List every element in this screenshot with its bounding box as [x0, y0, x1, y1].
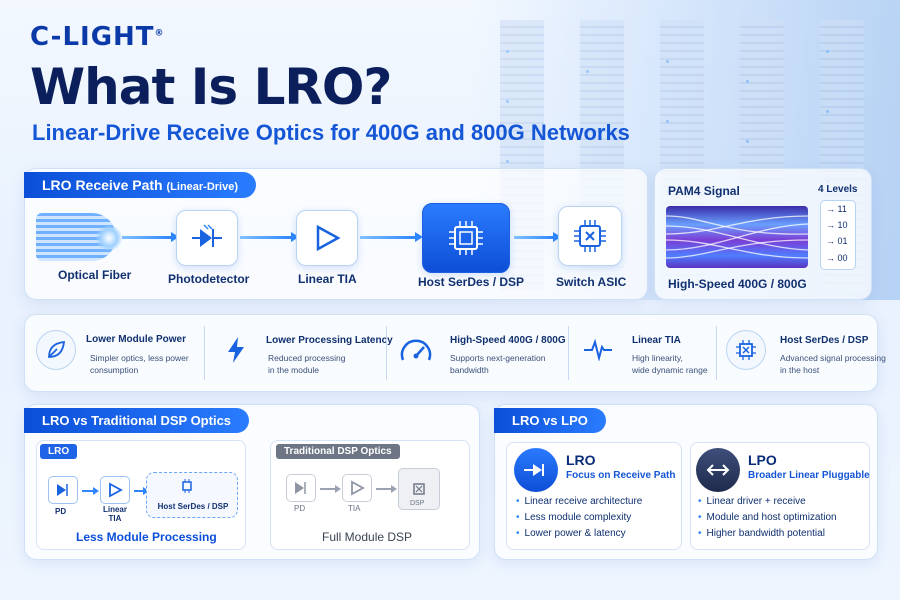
- beam-arrow: [122, 232, 179, 242]
- beam-arrow: [240, 232, 299, 242]
- brand-logo: C-LIGHT®: [30, 22, 165, 52]
- pam4-eye-diagram: [666, 206, 808, 268]
- traditional-caption: Full Module DSP: [322, 530, 413, 544]
- traditional-node-label: PD: [294, 504, 306, 513]
- pam4-title: PAM4 Signal: [668, 184, 740, 198]
- lro-bullet: Lower power & latency: [516, 528, 626, 539]
- node-label-photodetector: Photodetector: [168, 272, 250, 286]
- benefit-title: Host SerDes / DSP: [780, 335, 869, 346]
- traditional-node-label: DSP: [410, 500, 425, 507]
- benefit-title: Lower Module Power: [86, 334, 187, 345]
- receive-path-icon: [514, 448, 558, 492]
- pam4-level: → 01: [826, 236, 848, 246]
- lro-vs-lpo-label: LRO vs LPO: [494, 408, 606, 433]
- arrow: [82, 487, 99, 495]
- lpo-bullet: Linear driver + receive: [698, 496, 806, 507]
- arrow: [320, 485, 341, 493]
- lpo-bullet: Higher bandwidth potential: [698, 528, 825, 539]
- asic-icon: [558, 206, 622, 266]
- amplifier-icon: [100, 476, 130, 504]
- benefit-title: Lower Processing Latency: [266, 335, 393, 346]
- lro-node-label: Linear TIA: [102, 505, 127, 523]
- traditional-node-label: TIA: [348, 504, 361, 513]
- node-label-host-serdes: Host SerDes / DSP: [418, 275, 525, 289]
- chip-icon: [398, 468, 440, 510]
- lro-bullet: Less module complexity: [516, 512, 632, 523]
- waveform-icon: [578, 330, 618, 370]
- chip-icon: [176, 477, 198, 495]
- traditional-tag: Traditional DSP Optics: [276, 444, 400, 459]
- lro-node-label: Host SerDes / DSP: [157, 502, 229, 511]
- divider: [716, 326, 717, 380]
- bidirectional-arrow-icon: [696, 448, 740, 492]
- pam4-levels-title: 4 Levels: [818, 184, 858, 195]
- photodetector-icon: [286, 474, 316, 502]
- node-label-optical-fiber: Optical Fiber: [58, 268, 132, 282]
- lpo-card-title: LPO: [748, 452, 777, 468]
- photodetector-icon: [48, 476, 78, 504]
- arrow: [376, 485, 397, 493]
- fiber-light-glow: [96, 225, 122, 251]
- lpo-bullet: Module and host optimization: [698, 512, 837, 523]
- leaf-icon: [36, 330, 76, 370]
- amplifier-icon: [342, 474, 372, 502]
- node-label-switch-asic: Switch ASIC: [556, 275, 627, 289]
- comparison-label: LRO vs Traditional DSP Optics: [24, 408, 250, 433]
- lro-node-label: PD: [55, 507, 67, 516]
- benefit-desc: High linearity,wide dynamic range: [632, 353, 708, 375]
- benefit-title: Linear TIA: [632, 335, 681, 346]
- arrow: [134, 487, 149, 495]
- page-subtitle: Linear-Drive Receive Optics for 400G and…: [32, 120, 630, 145]
- chip-icon: [726, 330, 766, 370]
- divider: [204, 326, 205, 380]
- pam4-level: → 00: [826, 253, 848, 263]
- benefit-title: High-Speed 400G / 800G: [450, 335, 566, 346]
- chip-icon: [422, 203, 510, 273]
- lro-tag: LRO: [40, 444, 78, 459]
- host-serdes-box: [146, 472, 238, 518]
- page-title: What Is LRO?: [30, 58, 392, 116]
- beam-arrow: [360, 232, 423, 242]
- lightning-icon: [216, 330, 256, 370]
- lpo-card-subtitle: Broader Linear Pluggable: [748, 470, 870, 481]
- pam4-level: → 11: [826, 204, 847, 214]
- photodetector-icon: [176, 210, 238, 266]
- divider: [386, 326, 387, 380]
- receive-path-label: LRO Receive Path (Linear-Drive): [24, 172, 257, 198]
- beam-arrow: [514, 232, 561, 242]
- pam4-levels-box: [820, 200, 856, 270]
- lro-caption: Less Module Processing: [76, 530, 217, 544]
- pam4-level: → 10: [826, 220, 848, 230]
- divider: [568, 326, 569, 380]
- node-label-linear-tia: Linear TIA: [298, 272, 357, 286]
- amplifier-icon: [296, 210, 358, 266]
- pam4-caption: High-Speed 400G / 800G: [668, 277, 807, 291]
- speedometer-icon: [396, 330, 436, 370]
- lro-card-subtitle: Focus on Receive Path: [566, 470, 676, 481]
- lro-card-title: LRO: [566, 452, 596, 468]
- lro-bullet: Linear receive architecture: [516, 496, 643, 507]
